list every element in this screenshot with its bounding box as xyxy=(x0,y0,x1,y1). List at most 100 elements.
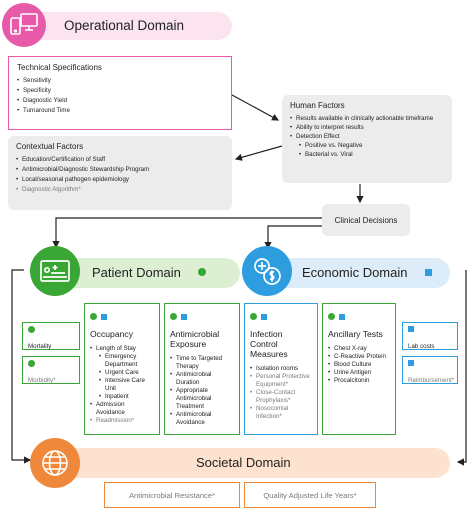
list-item: Diagnostic Algorithm* xyxy=(16,186,224,194)
list-item: Specificity xyxy=(17,87,223,95)
patient-title: Patient Domain xyxy=(92,265,181,280)
list-item: Chest X-ray xyxy=(328,345,390,353)
occupancy-title: Occupancy xyxy=(90,329,133,339)
list-item: Sensitivity xyxy=(17,77,223,85)
infection-control-column: Infection Control Measures Isolation roo… xyxy=(244,303,318,435)
list-item: Emergency Department xyxy=(99,353,154,369)
list-item: Antimicrobial Avoidance xyxy=(170,411,234,427)
mortality-box: Mortality xyxy=(22,322,80,350)
ancillary-tests-column: Ancillary Tests Chest X-ray C-Reactive P… xyxy=(322,303,396,435)
occupancy-list-2: Admission Avoidance Readmission* xyxy=(90,401,154,425)
list-item: Education/Certification of Staff xyxy=(16,156,224,164)
ancillary-tests-title: Ancillary Tests xyxy=(328,329,383,339)
mortality-dot-icon xyxy=(28,326,35,333)
infection-control-title: Infection Control Measures xyxy=(250,329,288,359)
list-item: Admission Avoidance xyxy=(90,401,154,417)
antimicrobial-column: Antimicrobial Exposure Time to Targeted … xyxy=(164,303,240,435)
list-item: Turnaround Time xyxy=(17,107,223,115)
operational-icon xyxy=(2,3,46,47)
list-item: Bacterial vs. Viral xyxy=(299,151,444,159)
list-item: Close-Contact Prophylaxis* xyxy=(250,389,312,405)
clinical-decisions-label: Clinical Decisions xyxy=(334,215,398,225)
economic-square-icon xyxy=(425,269,432,276)
coins-icon xyxy=(254,258,281,285)
list-item: Personal Protective Equipment* xyxy=(250,373,312,389)
list-item: Urine Antigen xyxy=(328,369,390,377)
list-item: Urgent Care xyxy=(99,369,154,377)
occupancy-list: Length of Stay xyxy=(90,345,154,353)
ancillary-square-icon xyxy=(339,313,346,320)
devices-icon xyxy=(10,13,38,35)
societal-banner xyxy=(54,448,450,478)
antimicrobial-dot-icon xyxy=(170,313,177,321)
list-item: Procalcitonin xyxy=(328,377,390,385)
list-item: Local/seasonal pathogen epidemiology xyxy=(16,176,224,184)
infection-square-icon xyxy=(261,313,268,320)
list-item: C-Reactive Protein xyxy=(328,353,390,361)
ancillary-tests-list: Chest X-ray C-Reactive Protein Blood Cul… xyxy=(328,345,390,385)
economic-banner xyxy=(262,258,450,288)
infection-dot-icon xyxy=(250,313,257,321)
morbidity-box: Morbidity* xyxy=(22,356,80,384)
reimbursement-box: Reimbursement* xyxy=(402,356,458,384)
globe-icon xyxy=(42,450,68,476)
occupancy-square-icon xyxy=(101,313,108,320)
antimicrobial-list: Time to Targeted Therapy Antimicrobial D… xyxy=(170,355,234,427)
morbidity-label: Morbidity* xyxy=(28,377,56,384)
contextual-factors-list: Education/Certification of Staff Antimic… xyxy=(16,156,224,194)
ancillary-dot-icon xyxy=(328,313,335,321)
list-item: Positive vs. Negative xyxy=(299,142,444,150)
list-item: Intensive Care Unit xyxy=(99,377,154,393)
list-item: Results available in clinically actionab… xyxy=(290,115,444,123)
antimicrobial-title: Antimicrobial Exposure xyxy=(170,329,220,349)
clinical-decisions-box: Clinical Decisions xyxy=(322,204,410,236)
operational-title: Operational Domain xyxy=(64,18,185,33)
economic-icon xyxy=(242,246,292,296)
list-item: Inpatient xyxy=(99,393,154,401)
list-item: Blood Culture xyxy=(328,361,390,369)
technical-specs-list: Sensitivity Specificity Diagnostic Yield… xyxy=(17,77,223,115)
qaly-label: Quality Adjusted Life Years* xyxy=(263,490,357,500)
patient-icon xyxy=(30,246,80,296)
list-item: Nosocomial Infection* xyxy=(250,405,312,421)
hospital-bed-icon xyxy=(40,260,70,282)
list-item: Antimicrobial Duration xyxy=(170,371,234,387)
occupancy-sublist: Emergency Department Urgent Care Intensi… xyxy=(90,353,154,401)
occupancy-dot-icon xyxy=(90,313,97,321)
lab-costs-label: Lab costs xyxy=(408,343,435,350)
lab-costs-box: Lab costs xyxy=(402,322,458,350)
qaly-box: Quality Adjusted Life Years* xyxy=(244,482,376,508)
contextual-factors-box: Contextual Factors Education/Certificati… xyxy=(8,136,232,210)
mortality-label: Mortality xyxy=(28,343,52,350)
list-item: Detection Effect xyxy=(290,133,444,141)
list-item: Diagnostic Yield xyxy=(17,97,223,105)
reimbursement-square-icon xyxy=(408,360,414,366)
list-item: Appropriate Antimicrobial Treatment xyxy=(170,387,234,411)
antimicrobial-resistance-box: Antimicrobial Resistance* xyxy=(104,482,240,508)
patient-dot-icon xyxy=(198,268,206,276)
technical-specs-box: Technical Specifications Sensitivity Spe… xyxy=(8,56,232,130)
technical-specs-title: Technical Specifications xyxy=(17,63,102,72)
human-factors-list: Results available in clinically actionab… xyxy=(290,115,444,141)
contextual-factors-title: Contextual Factors xyxy=(16,142,84,151)
lab-costs-square-icon xyxy=(408,326,414,332)
human-factors-sublist: Positive vs. Negative Bacterial vs. Vira… xyxy=(290,142,444,159)
morbidity-dot-icon xyxy=(28,360,35,367)
antimicrobial-square-icon xyxy=(181,313,188,320)
list-item: Readmission* xyxy=(90,417,154,425)
societal-icon xyxy=(30,438,80,488)
list-item: Ability to interpret results xyxy=(290,124,444,132)
list-item: Isolation rooms xyxy=(250,365,312,373)
human-factors-box: Human Factors Results available in clini… xyxy=(282,95,452,183)
list-item: Length of Stay xyxy=(90,345,154,353)
infection-control-list: Isolation rooms Personal Protective Equi… xyxy=(250,365,312,421)
occupancy-column: Occupancy Length of Stay Emergency Depar… xyxy=(84,303,160,435)
economic-title: Economic Domain xyxy=(302,265,408,280)
list-item: Time to Targeted Therapy xyxy=(170,355,234,371)
reimbursement-label: Reimbursement* xyxy=(408,377,455,384)
societal-title: Societal Domain xyxy=(196,455,291,470)
patient-banner xyxy=(50,258,240,288)
human-factors-title: Human Factors xyxy=(290,101,345,110)
list-item: Antimicrobial/Diagnostic Stewardship Pro… xyxy=(16,166,224,174)
